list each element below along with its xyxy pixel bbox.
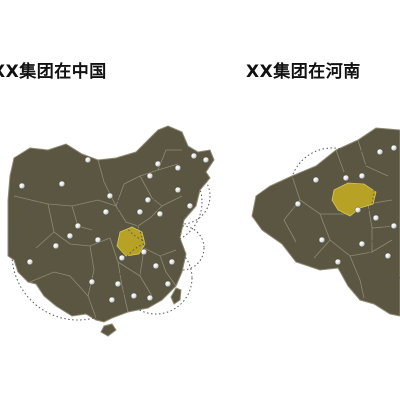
coverage-circle [289, 147, 375, 233]
location-marker[interactable] [146, 294, 154, 302]
location-marker[interactable] [156, 210, 164, 218]
location-marker[interactable] [358, 240, 366, 248]
location-marker[interactable] [390, 222, 398, 230]
zhengzhou-highlight-region[interactable] [331, 182, 377, 217]
henan-coverage-circles [289, 131, 400, 279]
location-marker[interactable] [384, 252, 392, 260]
location-marker[interactable] [318, 236, 326, 244]
location-marker[interactable] [174, 186, 182, 194]
location-marker[interactable] [102, 208, 110, 216]
taiwan-shape[interactable] [170, 287, 182, 305]
location-marker[interactable] [358, 172, 366, 180]
location-marker[interactable] [334, 258, 342, 266]
location-marker[interactable] [84, 156, 92, 164]
location-marker[interactable] [342, 174, 350, 182]
hainan-shape[interactable] [100, 323, 117, 337]
henan-highlight-region[interactable] [116, 226, 146, 257]
henan-map [251, 127, 400, 317]
location-marker[interactable] [18, 182, 26, 190]
location-marker[interactable] [66, 232, 74, 240]
location-marker[interactable] [312, 176, 320, 184]
location-marker[interactable] [88, 278, 96, 286]
location-marker[interactable] [202, 156, 210, 164]
location-marker[interactable] [390, 144, 398, 152]
location-marker[interactable] [130, 292, 138, 300]
coverage-circle [117, 159, 203, 245]
location-marker[interactable] [26, 258, 34, 266]
location-marker[interactable] [146, 172, 154, 180]
coverage-circle [159, 225, 205, 271]
location-marker[interactable] [174, 164, 182, 172]
coverage-circle [369, 225, 400, 279]
china-location-markers [18, 152, 210, 304]
location-marker[interactable] [168, 258, 176, 266]
location-marker[interactable] [376, 148, 384, 156]
coverage-circle [119, 241, 193, 315]
henan-location-markers [294, 144, 398, 266]
coverage-circle [153, 167, 211, 225]
henan-province-shape[interactable] [251, 127, 400, 317]
china-map [7, 125, 215, 337]
china-map-title: XX集团在中国 [0, 62, 107, 82]
location-marker[interactable] [136, 208, 144, 216]
location-marker[interactable] [118, 254, 126, 262]
location-marker[interactable] [140, 248, 148, 256]
location-marker[interactable] [294, 200, 302, 208]
location-marker[interactable] [114, 280, 122, 288]
location-marker[interactable] [144, 196, 152, 204]
location-marker[interactable] [372, 214, 380, 222]
location-marker[interactable] [108, 296, 116, 304]
location-marker[interactable] [52, 242, 60, 250]
location-marker[interactable] [74, 222, 82, 230]
location-marker[interactable] [354, 206, 362, 214]
location-marker[interactable] [190, 152, 198, 160]
location-marker[interactable] [58, 180, 66, 188]
location-marker[interactable] [186, 202, 194, 210]
location-marker[interactable] [154, 160, 162, 168]
location-marker[interactable] [106, 192, 114, 200]
location-marker[interactable] [94, 236, 102, 244]
henan-map-title: XX集团在河南 [246, 62, 361, 82]
location-marker[interactable] [152, 262, 160, 270]
china-mainland-shape[interactable] [7, 125, 215, 323]
location-marker[interactable] [164, 280, 172, 288]
